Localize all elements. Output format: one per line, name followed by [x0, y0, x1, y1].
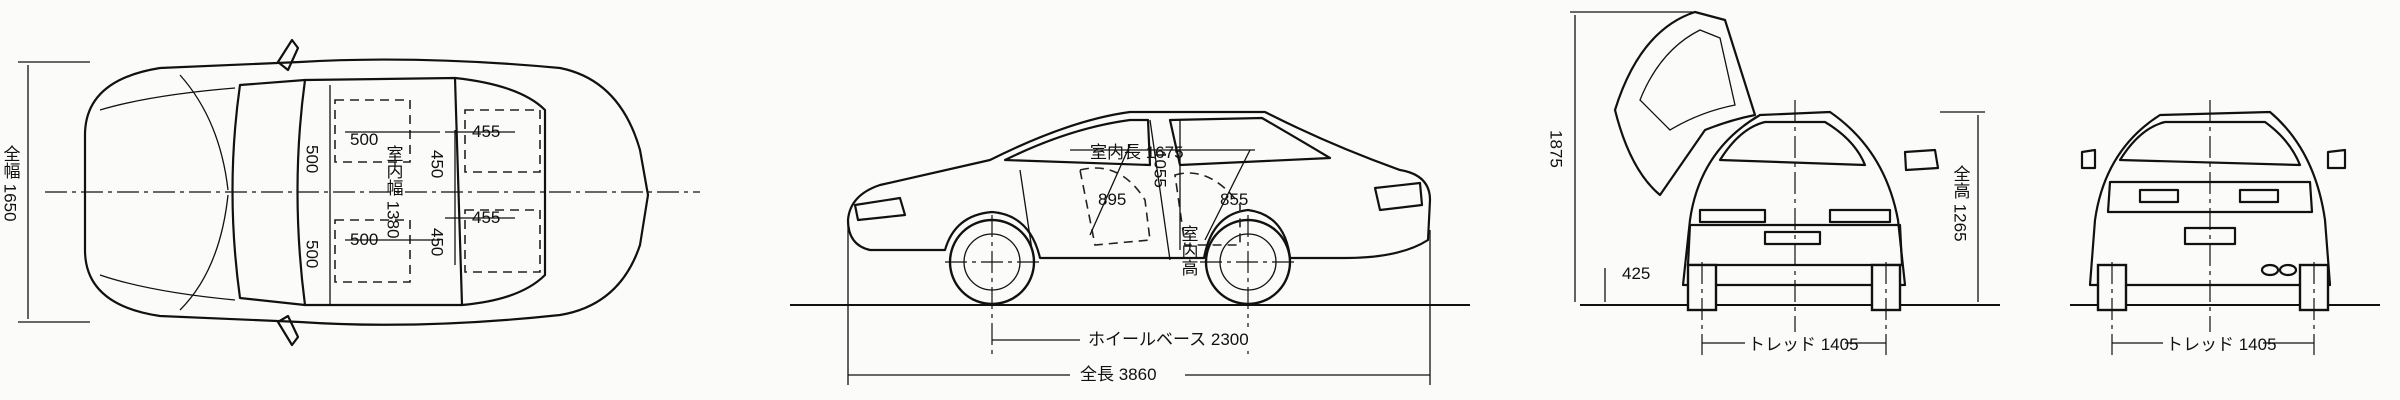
top-seat-e-label: 450 [428, 150, 447, 178]
top-interior-width-label: 室内幅 1380 [384, 145, 403, 239]
top-front-headroom-label: 500 [303, 145, 322, 173]
top-width-label: 全幅 1650 [1, 145, 21, 222]
top-rear-headroom-label: 500 [303, 240, 322, 268]
side-headroom-mid-label: 1055 [1151, 150, 1170, 188]
top-seat-d-label: 455 [472, 208, 500, 227]
top-seat-f-label: 450 [428, 228, 447, 256]
top-view [18, 38, 700, 347]
side-view [790, 110, 1470, 385]
front-view-body-outline [1681, 110, 1907, 287]
side-view-rear-window [1168, 116, 1332, 167]
rear-view-right-lamp [2238, 188, 2280, 204]
side-length-label: 全長 3860 [1080, 365, 1157, 384]
side-interior-length-label: 室内長 1675 [1090, 143, 1184, 162]
side-view-door-line [1019, 119, 1171, 261]
top-view-body-outline [83, 58, 650, 326]
top-seat-a-label: 500 [350, 130, 378, 149]
side-view-window [1003, 118, 1152, 167]
front-view-mirror [1903, 148, 1940, 172]
rear-view-rear-window [2118, 120, 2302, 167]
rear-tread-label: トレッド 1405 [2166, 335, 2277, 354]
front-view [1570, 10, 2000, 355]
rear-view-body-outline [2088, 110, 2332, 287]
side-wheelbase-label: ホイールベース 2300 [1088, 330, 1249, 349]
top-view-hood-lines [99, 74, 236, 311]
top-view-seat-front-upper [334, 99, 411, 163]
top-view-seat-rear-lower [464, 209, 541, 273]
top-view-seat-rear-upper [464, 109, 541, 173]
rear-view-exhaust [2260, 263, 2280, 277]
front-tread-label: トレッド 1405 [1748, 335, 1859, 354]
side-view-driver-outline [1079, 167, 1241, 246]
top-seat-b-label: 500 [350, 230, 378, 249]
side-view-tail-lamp [1373, 181, 1424, 212]
top-view-mirror-upper [276, 38, 300, 72]
front-view-license-plate [1763, 230, 1822, 246]
front-door-height-label: 1875 [1547, 130, 1566, 168]
side-view-body-outline [846, 110, 1432, 260]
top-seat-c-label: 455 [472, 122, 500, 141]
top-view-mirror-lower [276, 314, 300, 347]
front-height-label: 全高 1265 [1951, 165, 1971, 242]
rear-view [2070, 100, 2380, 355]
front-view-windshield [1718, 120, 1867, 167]
front-ground-clearance-label: 425 [1622, 264, 1650, 283]
front-view-bumper [1686, 223, 1904, 267]
rear-view-mirrors [2080, 148, 2347, 170]
top-view-seat-front-lower [334, 219, 411, 283]
top-view-rear-window [453, 76, 547, 307]
side-headroom-rear-label: 855 [1220, 190, 1248, 209]
rear-view-left-lamp [2138, 188, 2180, 204]
side-view-headlamp [853, 196, 907, 222]
front-view-headlamps [1698, 208, 1892, 224]
rear-view-tail-panel [2106, 180, 2314, 214]
front-view-open-door [1613, 10, 1757, 197]
side-interior-height-label: 室内高 [1179, 225, 1198, 277]
side-headroom-front-label: 895 [1098, 190, 1126, 209]
